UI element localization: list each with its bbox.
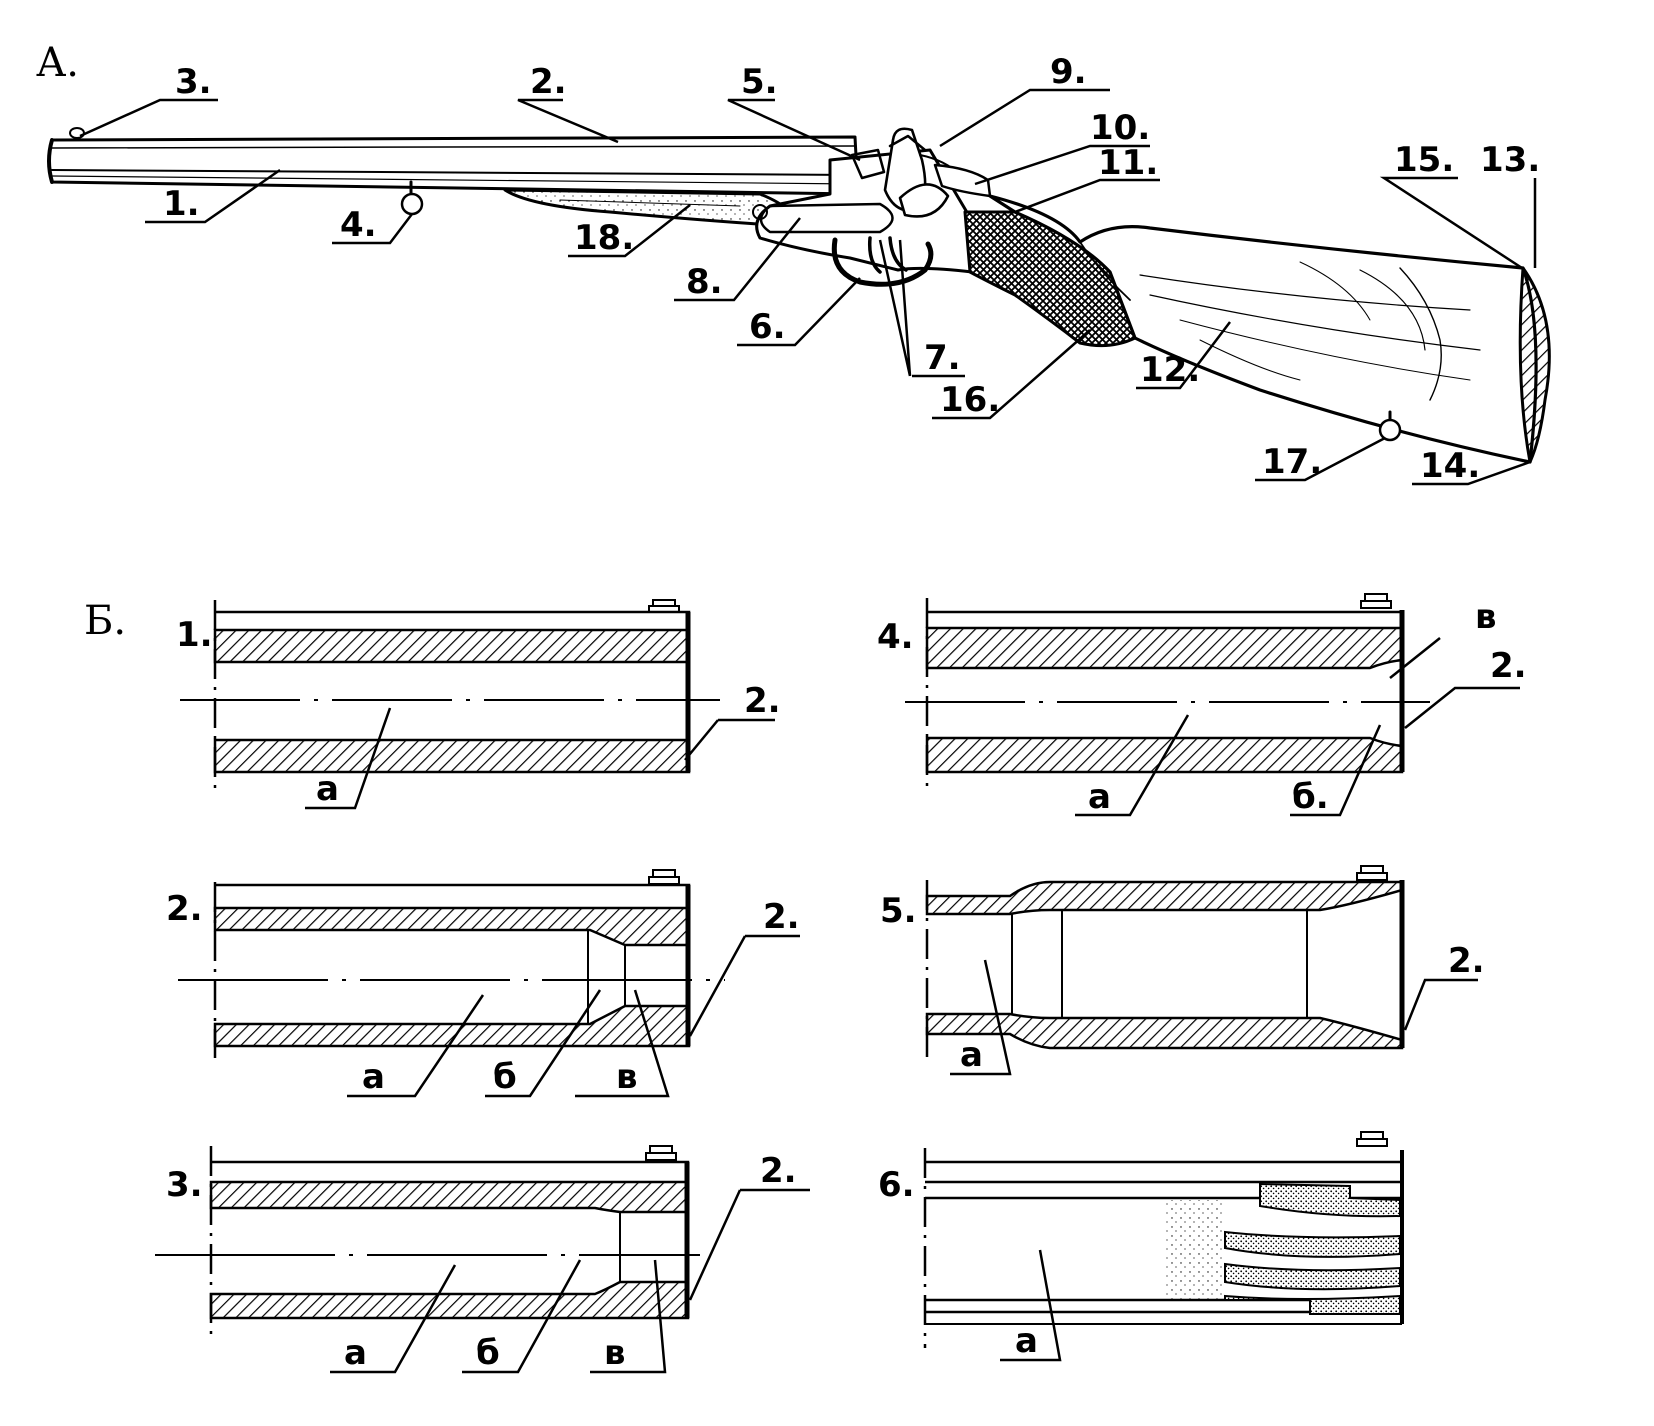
choke-panel-5-label-2: 2. [1448,941,1485,981]
choke-panel-4-label-v: в [1475,597,1497,637]
choke-panel-2-number: 2. [166,889,203,929]
choke-panel-4-number: 4. [877,617,914,657]
choke-panel-2-label-2: 2. [763,897,800,937]
gun-label-11: 11. [1098,143,1158,183]
choke-panel-6-number: 6. [878,1165,915,1205]
gun-label-8: 8. [686,262,723,302]
choke-panel-5-number: 5. [880,891,917,931]
gun-label-6: 6. [749,307,786,347]
choke-panel-1 [180,599,775,810]
choke-panel-6-label-a: a [1015,1321,1038,1361]
choke-panel-3-label-2: 2. [760,1151,797,1191]
front-swivel [400,192,424,216]
choke-panel-2-label-v: в [616,1057,638,1097]
gun-label-16: 16. [940,380,1000,420]
choke-panel-2-label-a: a [362,1057,385,1097]
forend [503,188,794,228]
choke-panel-4-label-2: 2. [1490,646,1527,686]
section-label-a: А. [36,40,79,86]
trigger [867,236,882,274]
gun-label-14: 14. [1420,446,1480,486]
choke-panel-6 [923,1131,1404,1362]
gun-label-4: 4. [340,205,377,245]
section-label-b: Б. [84,598,126,644]
butt-plate [1518,266,1551,464]
choke-panel-3-number: 3. [166,1165,203,1205]
rear-swivel [1378,418,1402,442]
lever [759,202,894,234]
gun-leaders [79,88,1537,486]
choke-panel-5 [925,865,1478,1076]
gun-label-15: 15. [1394,140,1454,180]
gun-label-12: 12. [1140,350,1200,390]
gun-label-2: 2. [530,62,567,102]
choke-panel-3-label-v: в [604,1333,626,1373]
gun-label-7: 7. [924,338,961,378]
choke-panel-2-label-b: б [493,1057,517,1097]
choke-panel-2 [178,869,800,1098]
choke-panel-3-label-a: a [344,1333,367,1373]
gun-label-13: 13. [1480,140,1540,180]
choke-panel-4-label-b: б. [1292,777,1329,817]
choke-panel-1-label-a: a [316,769,339,809]
choke-panel-3 [155,1145,810,1374]
gun-label-18: 18. [574,218,634,258]
gun-label-5: 5. [741,62,778,102]
choke-panel-4 [905,593,1520,817]
shotgun-drawing [47,127,1551,464]
gun-label-1: 1. [163,184,200,224]
gun-label-3: 3. [175,62,212,102]
trigger-guard [831,237,934,287]
choke-panel-3-label-b: б [476,1333,500,1373]
gun-label-9: 9. [1050,52,1087,92]
choke-panel-1-number: 1. [176,615,213,655]
gun-label-17: 17. [1262,442,1322,482]
choke-panel-4-label-a: a [1088,777,1111,817]
choke-panel-5-label-a: a [960,1035,983,1075]
gun-label-10: 10. [1090,108,1150,148]
choke-panel-1-label-2: 2. [744,681,781,721]
gun-labels: 3. 2. 5. 9. 10. 11. 15. 13. 1. 4. 18. 8.… [163,52,1540,486]
